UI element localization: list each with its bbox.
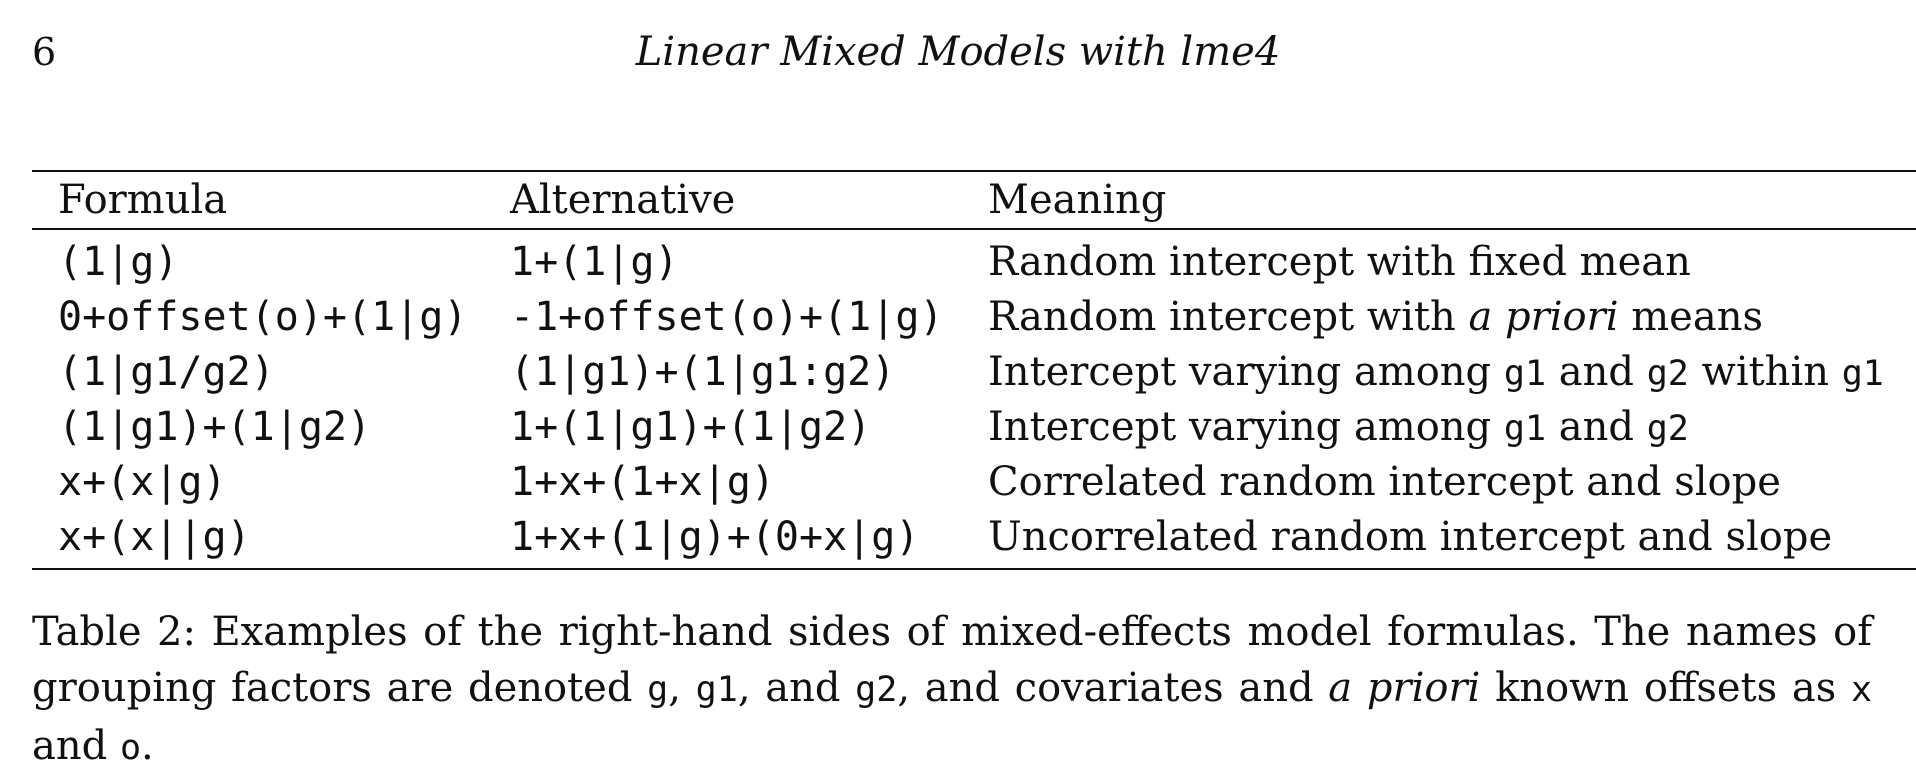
meaning-text-segment: and xyxy=(1546,348,1647,395)
caption-text-segment: g xyxy=(647,670,669,710)
caption-text-segment: , and xyxy=(737,665,856,711)
table-body: (1|g) 1+(1|g) Random intercept with fixed … xyxy=(32,229,1916,569)
caption-text-segment: . xyxy=(141,723,154,769)
table-row: (1|g1/g2) (1|g1)+(1|g1:g2) Intercept varyi… xyxy=(32,344,1916,399)
table-row: x+(x|g) 1+x+(1+x|g) Correlated random inte… xyxy=(32,454,1916,509)
running-title: Linear Mixed Models with lme4 xyxy=(635,29,1281,75)
meaning-text-segment: Random intercept with fixed mean xyxy=(988,238,1691,285)
meaning-text-segment: g1 xyxy=(1841,353,1884,394)
column-header-alternative: Alternative xyxy=(510,171,988,230)
meaning-text-segment: g1 xyxy=(1503,353,1547,394)
meaning-text-segment: Intercept varying among xyxy=(988,403,1504,450)
formula-cell: x+(x|g) xyxy=(58,458,227,505)
meaning-text-segment: Random intercept with xyxy=(988,293,1469,340)
formula-cell: (1|g) xyxy=(58,238,179,285)
table-caption: Table 2: Examples of the right-hand side… xyxy=(32,604,1872,776)
meaning-cell: Random intercept with a priori means xyxy=(988,289,1916,344)
meaning-text-segment: a priori xyxy=(1468,293,1619,340)
formula-table: Formula Alternative Meaning (1|g) 1+(1|g)… xyxy=(32,170,1916,570)
table-header-row: Formula Alternative Meaning xyxy=(32,171,1916,230)
meaning-text-segment: g2 xyxy=(1646,408,1689,449)
column-header-meaning: Meaning xyxy=(988,171,1916,230)
column-header-formula: Formula xyxy=(32,171,510,230)
caption-text-segment: Table 2: Examples of the right-hand side… xyxy=(32,609,1872,711)
caption-text-segment: , and covariates and xyxy=(897,665,1329,711)
alternative-cell: 1+(1|g) xyxy=(510,238,679,285)
caption-text-segment: known offsets as xyxy=(1480,665,1851,711)
alternative-cell: 1+x+(1|g)+(0+x|g) xyxy=(510,513,920,560)
caption-text-segment: and xyxy=(32,723,120,769)
meaning-text-segment: within xyxy=(1688,348,1842,395)
meaning-cell: Correlated random intercept and slope xyxy=(988,454,1916,509)
meaning-cell: Uncorrelated random intercept and slope xyxy=(988,509,1916,569)
alternative-cell: 1+(1|g1)+(1|g2) xyxy=(510,403,872,450)
meaning-cell: Intercept varying among g1 and g2 within… xyxy=(988,344,1916,399)
alternative-cell: (1|g1)+(1|g1:g2) xyxy=(510,348,896,395)
meaning-text-segment: and xyxy=(1546,403,1647,450)
meaning-text-segment: means xyxy=(1618,293,1763,340)
meaning-text-segment: Correlated random intercept and slope xyxy=(988,458,1781,505)
table-row: (1|g) 1+(1|g) Random intercept with fixed … xyxy=(32,229,1916,289)
alternative-cell: 1+x+(1+x|g) xyxy=(510,458,775,505)
caption-text-segment: a priori xyxy=(1328,665,1481,711)
caption-text-segment: x xyxy=(1850,670,1873,710)
table-row: x+(x||g) 1+x+(1|g)+(0+x|g) Uncorrelated ra… xyxy=(32,509,1916,569)
table-row: (1|g1)+(1|g2) 1+(1|g1)+(1|g2) Intercept va… xyxy=(32,399,1916,454)
alternative-cell: -1+offset(o)+(1|g) xyxy=(510,293,944,340)
caption-text-segment: g1 xyxy=(695,670,738,710)
caption-text-segment: , xyxy=(668,665,696,711)
meaning-text-segment: Intercept varying among xyxy=(988,348,1504,395)
table-row: 0+offset(o)+(1|g) -1+offset(o)+(1|g) Rando… xyxy=(32,289,1916,344)
caption-text-segment: g2 xyxy=(855,670,898,710)
meaning-cell: Random intercept with fixed mean xyxy=(988,229,1916,289)
meaning-cell: Intercept varying among g1 and g2 xyxy=(988,399,1916,454)
formula-cell: (1|g1/g2) xyxy=(58,348,275,395)
meaning-text-segment: g1 xyxy=(1503,408,1547,449)
formula-cell: (1|g1)+(1|g2) xyxy=(58,403,372,450)
formula-cell: 0+offset(o)+(1|g) xyxy=(58,293,468,340)
formula-cell: x+(x||g) xyxy=(58,513,251,560)
meaning-text-segment: g2 xyxy=(1646,353,1689,394)
meaning-text-segment: Uncorrelated random intercept and slope xyxy=(988,513,1833,560)
page-number: 6 xyxy=(32,30,57,74)
caption-text-segment: o xyxy=(119,728,142,768)
